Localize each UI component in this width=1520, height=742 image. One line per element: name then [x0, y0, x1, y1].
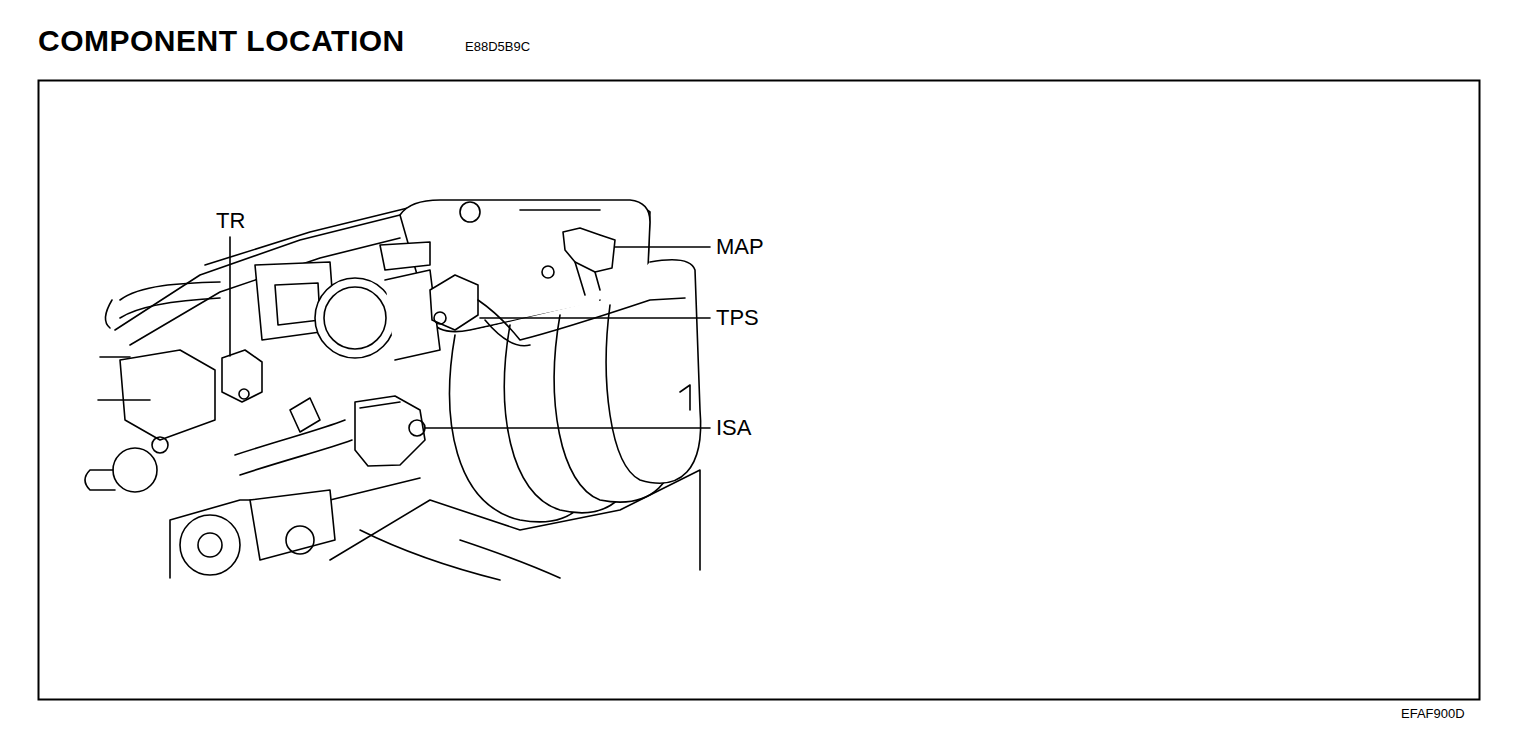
bolt: [286, 526, 314, 554]
figure-code: E88D5B9C: [465, 40, 530, 53]
pulley-hub: [198, 533, 222, 557]
frame-border: [39, 81, 1480, 700]
tr-sensor: [222, 350, 262, 402]
block-edge: [170, 478, 420, 578]
thermostat-neck: [113, 448, 157, 492]
tps-sensor: [430, 275, 478, 330]
runner-tab: [680, 385, 690, 410]
intake-runner: [606, 260, 700, 483]
isa-valve: [355, 396, 425, 466]
tps-wire: [478, 298, 685, 340]
component-label: ISA: [716, 417, 751, 439]
isa-edge: [360, 402, 400, 408]
leader-line: [615, 246, 710, 248]
isa-connector: [409, 420, 425, 436]
page-title: COMPONENT LOCATION: [38, 26, 405, 56]
hose-end: [105, 300, 112, 328]
leader-stub: [98, 357, 150, 400]
figure-code: EFAF900D: [1401, 707, 1465, 720]
component-label: TPS: [716, 307, 759, 329]
hose: [235, 420, 352, 475]
component-label: MAP: [716, 236, 764, 258]
engine-drawing: [85, 200, 710, 580]
water-outlet: [120, 350, 215, 440]
throttle-top: [380, 242, 430, 270]
bracket: [250, 490, 335, 560]
block-outline: [330, 470, 700, 570]
wire-harness: [360, 530, 560, 580]
bolt: [152, 437, 168, 453]
component-label: TR: [216, 210, 245, 232]
tr-nut: [239, 389, 249, 399]
hose-clamp: [290, 398, 320, 432]
map-sensor: [563, 228, 615, 272]
leader-line: [480, 317, 710, 319]
hose: [120, 282, 220, 318]
throttle-body: [315, 278, 395, 358]
outlet-pipe: [85, 470, 115, 490]
map-bracket: [575, 262, 600, 295]
leader-line: [425, 427, 710, 429]
pulley: [180, 515, 240, 575]
tps-screw: [434, 312, 446, 324]
throttle-bore: [324, 287, 386, 349]
map-bolt: [542, 266, 554, 278]
plenum-cap: [460, 202, 480, 222]
bracket-window: [275, 283, 320, 325]
leader-line: [229, 237, 231, 356]
tps-wire: [485, 320, 530, 346]
plenum-rib: [520, 209, 600, 211]
